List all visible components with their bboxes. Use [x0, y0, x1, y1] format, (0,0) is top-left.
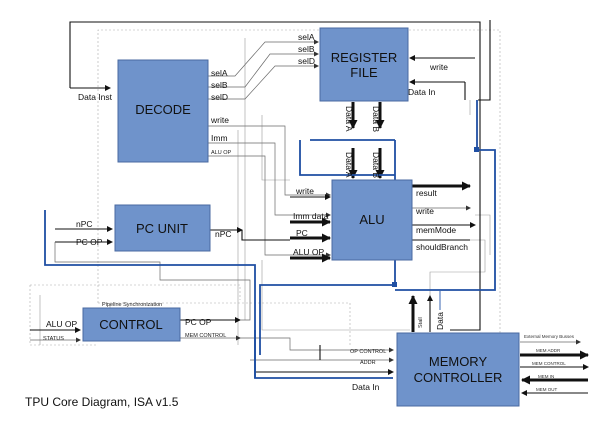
memory-controller-title-line1: MEMORY: [429, 354, 488, 369]
label-ctrl-in-status: STATUS: [43, 336, 64, 342]
decode-block: DECODE: [117, 59, 209, 163]
register-file-title-line1: REGISTER: [331, 50, 397, 65]
pc-unit-title: PC UNIT: [136, 221, 188, 236]
label-ext-mem-control: MEM CONTROL: [532, 361, 566, 366]
label-pc-in-npc: nPC: [76, 219, 93, 229]
label-alu-out-memmode: memMode: [416, 225, 456, 235]
label-mc-in-data-in: Data In: [352, 382, 380, 392]
register-file-title-line2: FILE: [350, 65, 378, 80]
label-rf-data-in: Data In: [408, 87, 436, 97]
label-ctrl-in-alu-op: ALU OP: [46, 319, 78, 329]
label-mc-in-op-control: OP CONTROL: [350, 349, 386, 355]
label-rf-data-b: Data B: [371, 106, 381, 132]
memory-controller-block: MEMORY CONTROLLER: [396, 332, 520, 407]
memory-controller-title-line2: CONTROLLER: [414, 370, 503, 385]
label-alu-in-write: write: [295, 186, 314, 196]
label-decode-alu-op: ALU OP: [211, 150, 232, 156]
control-title: CONTROL: [99, 317, 163, 332]
label-mc-out-data: Data: [435, 312, 445, 330]
label-alu-data-b: Data B: [371, 152, 381, 178]
label-ext-mem-in: MEM IN: [538, 374, 554, 379]
label-mc-out-stall: Stall: [418, 317, 424, 328]
alu-block: ALU: [331, 179, 413, 261]
label-rf-selb: selB: [298, 44, 315, 54]
label-decode-write: write: [210, 115, 229, 125]
label-alu-out-result: result: [416, 188, 437, 198]
label-alu-data-a: Data A: [344, 152, 354, 178]
label-ext-mem-addr: MEM ADDR: [536, 348, 561, 353]
wiring-black: [30, 20, 589, 396]
label-alu-in-alu-op: ALU OP: [293, 247, 325, 257]
diagram-caption: TPU Core Diagram, ISA v1.5: [25, 395, 179, 409]
label-rf-write: write: [429, 62, 448, 72]
label-data-inst: Data Inst: [78, 92, 113, 102]
label-rf-seld: selD: [298, 56, 315, 66]
label-alu-out-shouldbranch: shouldBranch: [416, 242, 468, 252]
control-block: CONTROL: [82, 307, 181, 342]
label-decode-sela: selA: [211, 68, 228, 78]
label-ctrl-out-mem-control: MEM CONTROL: [185, 333, 226, 339]
alu-title: ALU: [359, 212, 384, 227]
label-pipeline-sync: Pipeline Synchronization: [102, 302, 162, 308]
label-alu-in-pc: PC: [296, 228, 308, 238]
decode-title: DECODE: [135, 102, 191, 117]
label-decode-selb: selB: [211, 80, 228, 90]
label-rf-data-a: Data A: [344, 106, 354, 132]
label-ext-mem-busses: External Memory Busses: [524, 334, 575, 339]
labels: Data Inst selA selB selD write Imm ALU O…: [43, 32, 575, 392]
label-decode-seld: selD: [211, 92, 228, 102]
label-ext-mem-out: MEM OUT: [536, 387, 557, 392]
label-pc-out-npc: nPC: [215, 229, 232, 239]
label-ctrl-out-pc-op: PC OP: [185, 317, 212, 327]
register-file-block: REGISTER FILE: [319, 27, 409, 102]
label-rf-sela: selA: [298, 32, 315, 42]
label-mc-in-addr: ADDR: [360, 360, 376, 366]
label-pc-in-pc-op: PC OP: [76, 237, 103, 247]
label-alu-out-write: write: [415, 206, 434, 216]
label-alu-in-imm-data: Imm data: [293, 211, 329, 221]
pc-unit-block: PC UNIT: [114, 204, 211, 252]
label-decode-imm: Imm: [211, 133, 228, 143]
